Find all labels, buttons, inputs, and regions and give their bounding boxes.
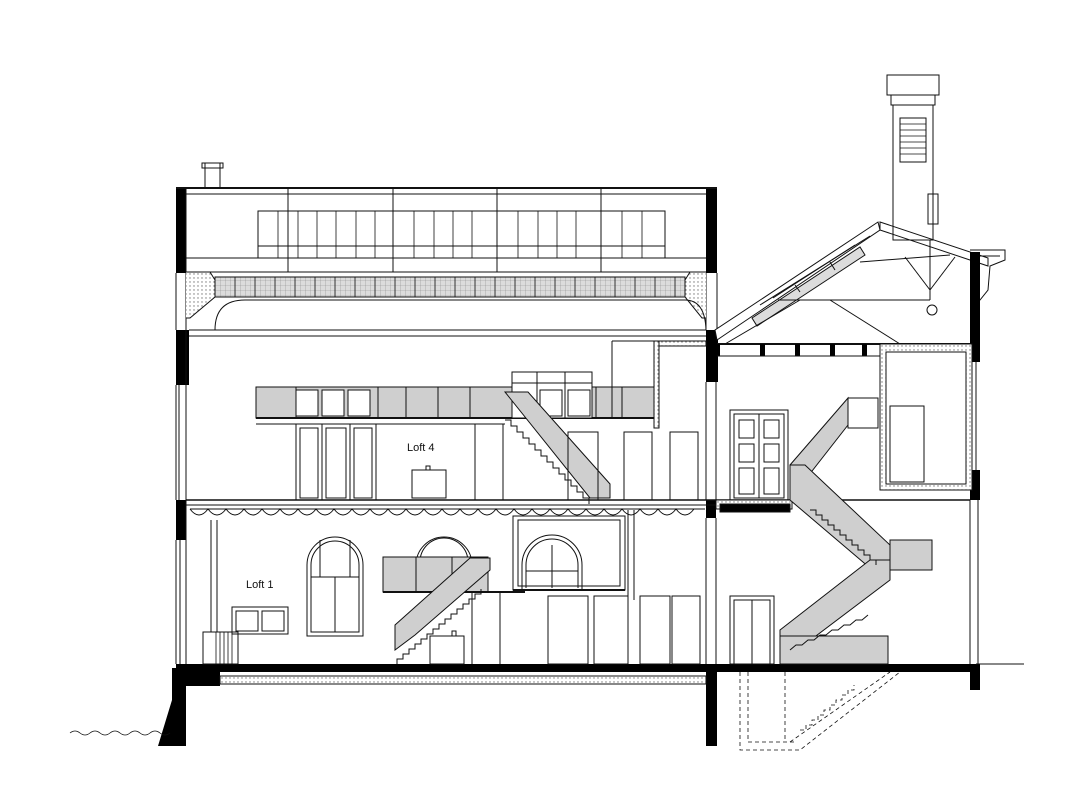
loft-1-label: Loft 1 bbox=[246, 579, 274, 591]
valance bbox=[189, 508, 705, 516]
arched-windows bbox=[306, 534, 583, 637]
loft-4-label: Loft 4 bbox=[407, 442, 435, 454]
loft4-stair bbox=[503, 391, 611, 504]
annex-upper-door bbox=[729, 409, 789, 501]
basement-stair bbox=[739, 671, 901, 751]
annex-stair bbox=[719, 396, 933, 665]
main-building-walls bbox=[158, 188, 980, 746]
tall-chimney bbox=[886, 74, 940, 241]
roof-windows bbox=[257, 210, 666, 259]
loft1-stair bbox=[382, 556, 525, 664]
annex-roof bbox=[714, 221, 989, 345]
loft4-mezzanine bbox=[255, 386, 655, 425]
